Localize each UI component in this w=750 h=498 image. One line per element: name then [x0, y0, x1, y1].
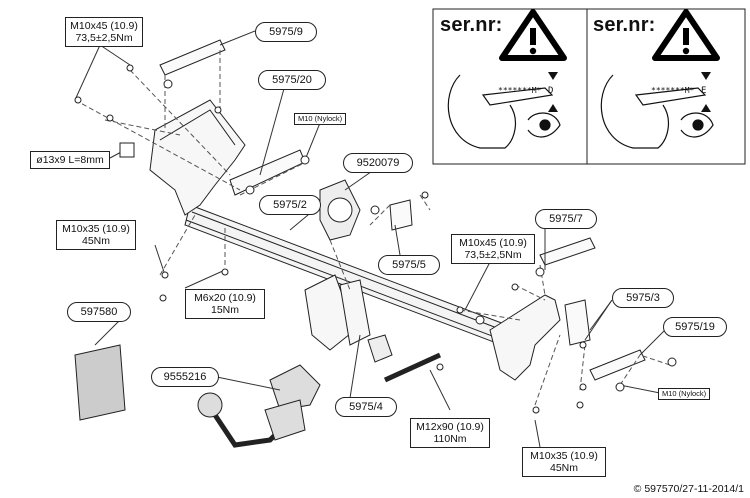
- part-5975-3: 5975/3: [612, 288, 674, 308]
- copyright-symbol: ©: [633, 483, 642, 495]
- left-bracket: [149, 99, 246, 216]
- spec-size: M6x20 (10.9): [194, 292, 256, 304]
- part-9555216: 9555216: [151, 367, 219, 387]
- serial-right: *******M*: [651, 86, 695, 95]
- right-bracket: [489, 294, 561, 381]
- warning-triangle-icon: [499, 9, 567, 61]
- spec-bolt-m6: M6x20 (10.9) 15Nm: [185, 289, 265, 319]
- part-597580: 597580: [67, 302, 131, 322]
- spec-bolt-top: M10x45 (10.9) 73,5±2,5Nm: [65, 17, 143, 47]
- drawing-number: 597570/27-11-2014/1: [644, 483, 744, 495]
- spec-size: M10x35 (10.9): [62, 223, 130, 235]
- spec-size: M12x90 (10.9): [416, 421, 484, 433]
- ser-nr-title-right: ser.nr:: [593, 14, 656, 36]
- part-5975-5: 5975/5: [378, 255, 440, 275]
- part-5975-19: 5975/19: [663, 317, 727, 337]
- spec-torque: 110Nm: [433, 433, 467, 445]
- spec-torque: 45Nm: [549, 462, 578, 474]
- serial-left: *******M*: [498, 86, 542, 95]
- nylock-label-right: M10 (Nylock): [658, 388, 711, 400]
- part-5975-7: 5975/7: [535, 209, 597, 229]
- spec-torque: 45Nm: [81, 235, 110, 247]
- spec-size: M10x35 (10.9): [530, 450, 598, 462]
- spec-bolt-m12: M12x90 (10.9) 110Nm: [410, 418, 490, 448]
- instruction-plate: [74, 344, 126, 421]
- part-5975-9: 5975/9: [255, 22, 317, 42]
- spec-torque: 15Nm: [210, 304, 239, 316]
- part-5975-4: 5975/4: [335, 397, 397, 417]
- nylock-label-top: M10 (Nylock): [294, 113, 347, 125]
- serial-suffix-left: D: [548, 86, 554, 96]
- part-5975-20: 5975/20: [258, 70, 326, 90]
- spec-torque: 73,5±2,5Nm: [75, 32, 133, 44]
- spec-bolt-bottom: M10x35 (10.9) 45Nm: [522, 447, 606, 477]
- spec-size: M10x45 (10.9): [70, 20, 138, 32]
- spec-size: M10x45 (10.9): [459, 237, 527, 249]
- ser-nr-title-left: ser.nr:: [440, 14, 503, 36]
- spacer-spec: ø13x9 L=8mm: [30, 151, 110, 169]
- spec-torque: 73,5±2,5Nm: [464, 249, 522, 261]
- document-reference: © 597570/27-11-2014/1: [634, 483, 744, 495]
- warning-triangle-icon: [652, 9, 720, 61]
- spec-bolt-left: M10x35 (10.9) 45Nm: [56, 220, 136, 250]
- part-9520079: 9520079: [343, 153, 413, 173]
- serial-suffix-right: E: [701, 86, 707, 96]
- part-5975-2: 5975/2: [259, 195, 321, 215]
- spec-bolt-right: M10x45 (10.9) 73,5±2,5Nm: [451, 234, 535, 264]
